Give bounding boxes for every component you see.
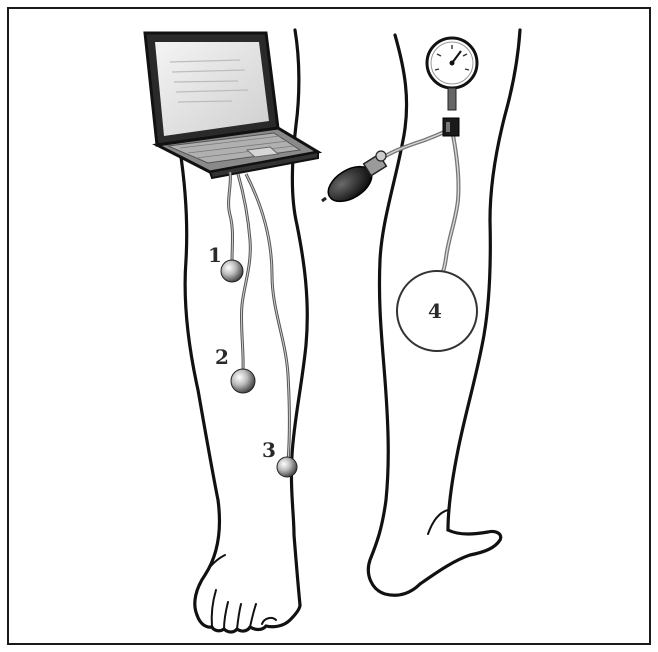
label-3: 3 [262,438,276,462]
inflation-bulb-icon [322,151,386,209]
label-4: 4 [428,299,442,323]
sensor-2 [231,369,255,393]
sensor-1 [221,260,243,282]
connector-icon [443,118,459,136]
sensor-cables [229,172,290,462]
sensor-3 [277,457,297,477]
label-1: 1 [208,243,222,267]
pressure-gauge-icon [427,38,477,110]
label-2: 2 [215,345,229,369]
laptop [145,33,318,178]
